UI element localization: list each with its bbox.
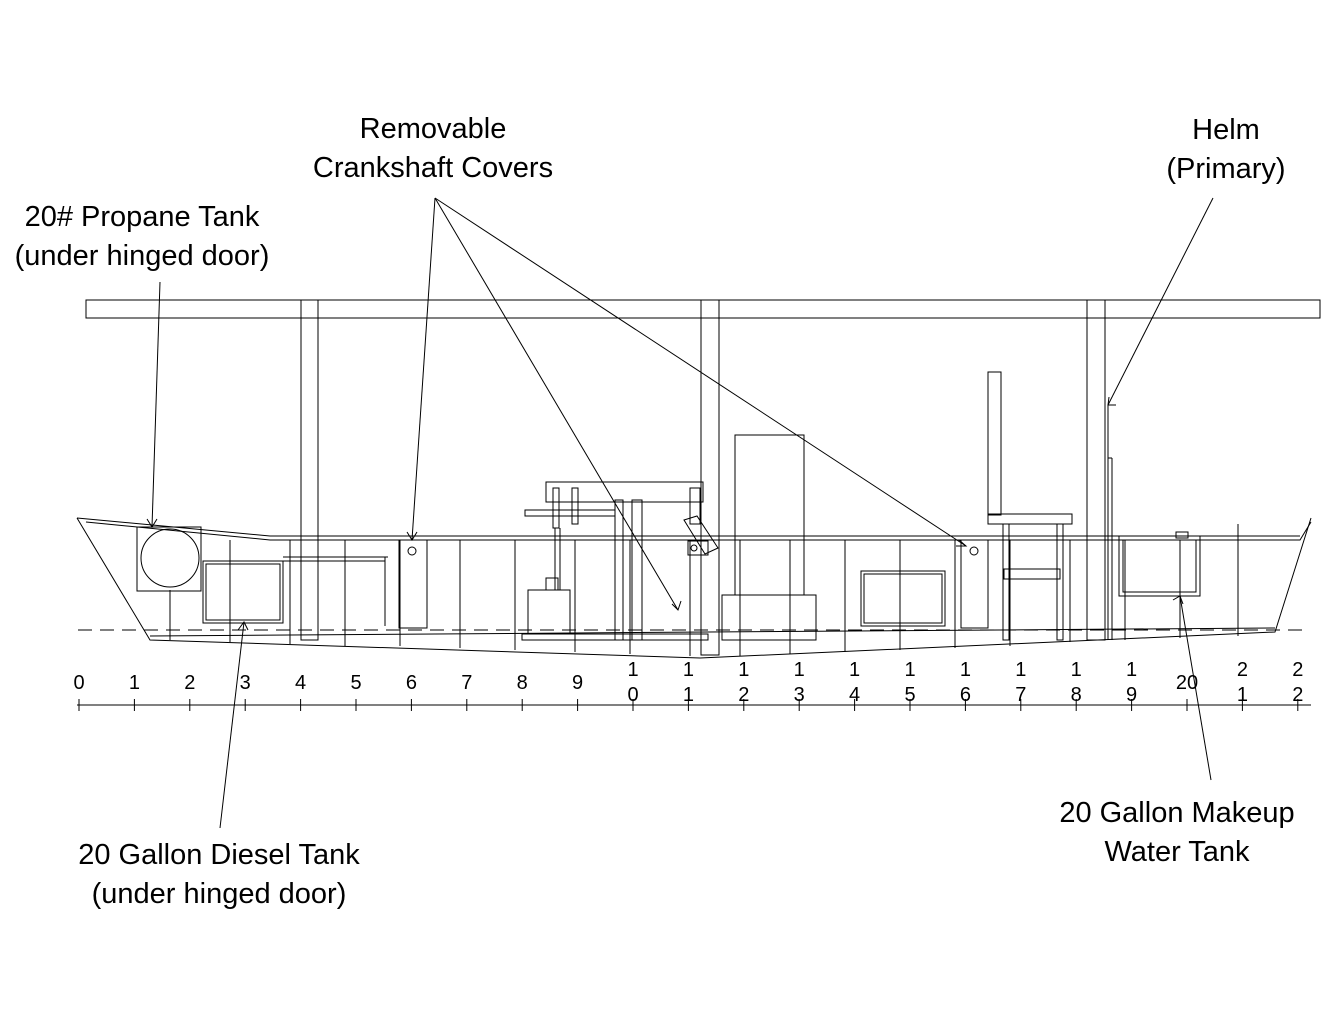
scale-tick-label: 3 (794, 684, 805, 706)
callout-leaders (152, 198, 1213, 828)
scale-tick-label: 1 (1126, 659, 1137, 681)
water-tank-drawing (1119, 532, 1200, 596)
hull-outline (77, 518, 1311, 658)
scale-tick-label: 0 (73, 672, 84, 694)
scale-tick-label: 2 (1292, 684, 1303, 706)
canopy-posts (301, 300, 1105, 655)
scale-tick-label: 1 (129, 672, 140, 694)
crankshaft-cover-left (399, 540, 427, 628)
scale-tick-label: 5 (904, 684, 915, 706)
diesel-tank-drawing (203, 557, 388, 626)
scale-tick-label: 9 (1126, 684, 1137, 706)
scale-tick-label: 1 (738, 659, 749, 681)
canopy-roof (86, 300, 1320, 318)
scale-tick-label: 2 (738, 684, 749, 706)
scale-tick-label: 7 (461, 672, 472, 694)
scale-tick-label: 4 (295, 672, 306, 694)
scale-tick-label: 9 (572, 672, 583, 694)
scale-tick-label: 2 (1237, 659, 1248, 681)
scale-tick-label: 1 (683, 659, 694, 681)
scale-tick-label: 1 (627, 659, 638, 681)
scale-tick-label: 1 (794, 659, 805, 681)
scale-tick-label: 0 (627, 684, 638, 706)
scale-tick-label: 1 (1237, 684, 1248, 706)
scale-tick-label: 8 (1071, 684, 1082, 706)
scale-tick-label: 1 (1015, 659, 1026, 681)
locker (861, 571, 945, 626)
scale-tick-label: 1 (960, 659, 971, 681)
scale-tick-label: 1 (904, 659, 915, 681)
helm-console (1108, 405, 1112, 640)
scale-tick-label: 4 (849, 684, 860, 706)
scale-tick-label: 2 (184, 672, 195, 694)
cabinet (722, 435, 816, 640)
scale-tick-label: 1 (683, 684, 694, 706)
scale-tick-label: 6 (960, 684, 971, 706)
hull-inner-line (86, 522, 1311, 540)
scale-tick-label: 2 (1292, 659, 1303, 681)
helm-seat (988, 372, 1072, 640)
scale-tick-label: 8 (517, 672, 528, 694)
scale-tick-label: 20 (1176, 672, 1198, 694)
hull-frames (170, 524, 1238, 656)
scale-tick-label: 6 (406, 672, 417, 694)
scale-tick-label: 7 (1015, 684, 1026, 706)
propane-tank-drawing (137, 527, 201, 591)
hull-bottom-inner (150, 628, 1275, 636)
scale-tick-label: 3 (240, 672, 251, 694)
crankshaft-cover-right (961, 540, 988, 628)
callout-arrowheads (147, 397, 1183, 630)
hull-sheer-line (77, 518, 1300, 536)
scale-tick-label: 5 (350, 672, 361, 694)
propane-tank-label: 20# Propane Tank(under hinged door) (14, 201, 270, 272)
scale-tick-label: 1 (1071, 659, 1082, 681)
scale-tick-label: 1 (849, 659, 860, 681)
helm-label: Helm(Primary) (1166, 114, 1286, 185)
diesel-tank-label: 20 Gallon Diesel Tank(under hinged door) (78, 839, 360, 910)
engine-assembly (522, 482, 718, 640)
